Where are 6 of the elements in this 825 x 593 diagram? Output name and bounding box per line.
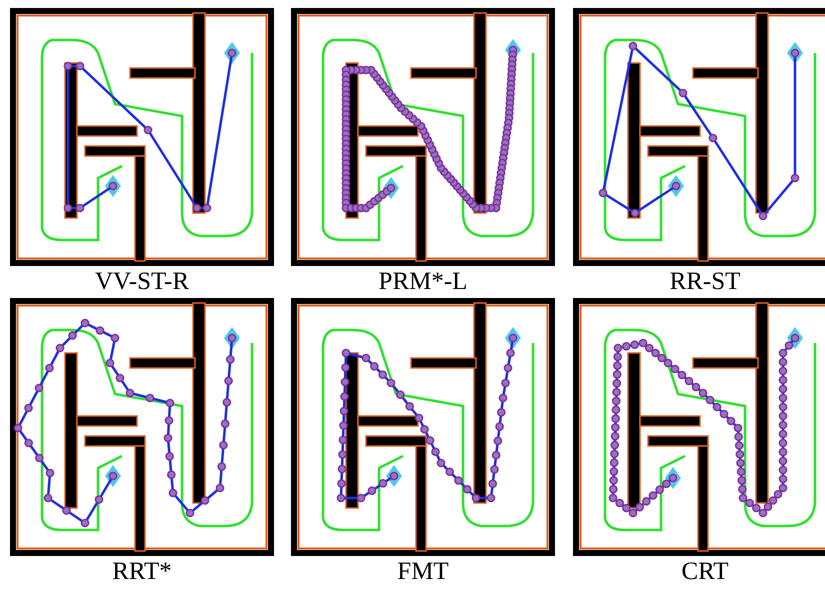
panel-caption: RR-ST: [670, 268, 740, 296]
panel-caption: CRT: [681, 558, 729, 586]
panel-caption: RRT*: [112, 558, 172, 586]
panel-caption: PRM*-L: [378, 268, 468, 296]
panel-caption: VV-ST-R: [94, 268, 190, 296]
panel-caption: FMT: [397, 558, 449, 586]
